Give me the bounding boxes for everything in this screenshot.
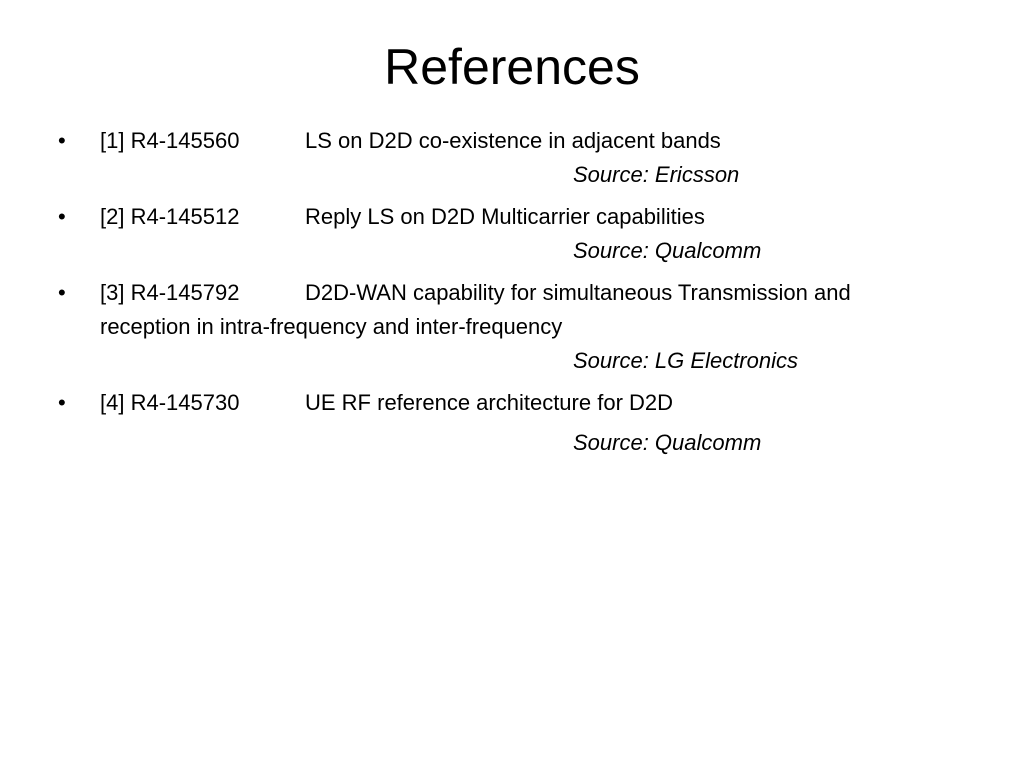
reference-line: [2] R4-145512 Reply LS on D2D Multicarrie… — [100, 200, 960, 234]
reference-source: Source: Qualcomm — [573, 238, 762, 263]
reference-title: LS on D2D co-existence in adjacent bands — [305, 128, 721, 153]
reference-item-4: • [4] R4-145730 UE RF reference architect… — [0, 386, 1024, 460]
reference-item-2: • [2] R4-145512 Reply LS on D2D Multicarr… — [0, 200, 1024, 268]
reference-source: Source: Ericsson — [573, 162, 740, 187]
reference-title-continuation: reception in intra-frequency and inter-f… — [100, 314, 563, 339]
reference-item-1: • [1] R4-145560 LS on D2D co-existence in… — [0, 124, 1024, 192]
bullet-icon: • — [58, 204, 66, 229]
reference-line: [3] R4-145792 D2D-WAN capability for simu… — [100, 276, 960, 310]
slide-title: References — [384, 39, 640, 95]
reference-id: [1] R4-145560 — [100, 128, 240, 153]
reference-source: Source: Qualcomm — [573, 430, 762, 455]
reference-id: [4] R4-145730 — [100, 390, 240, 415]
reference-title: D2D-WAN capability for simultaneous Tran… — [305, 280, 851, 305]
bullet-icon: • — [58, 280, 66, 305]
bullet-icon: • — [58, 390, 66, 415]
reference-source: Source: LG Electronics — [573, 348, 798, 373]
reference-id: [3] R4-145792 — [100, 280, 240, 305]
reference-line: [1] R4-145560 LS on D2D co-existence in a… — [100, 124, 960, 158]
reference-item-3: • [3] R4-145792 D2D-WAN capability for si… — [0, 276, 1024, 378]
bullet-icon: • — [58, 128, 66, 153]
reference-list: • [1] R4-145560 LS on D2D co-existence in… — [0, 124, 1024, 468]
reference-line: [4] R4-145730 UE RF reference architectur… — [100, 386, 960, 420]
reference-title: Reply LS on D2D Multicarrier capabilitie… — [305, 204, 705, 229]
reference-id: [2] R4-145512 — [100, 204, 240, 229]
reference-title: UE RF reference architecture for D2D — [305, 390, 674, 415]
